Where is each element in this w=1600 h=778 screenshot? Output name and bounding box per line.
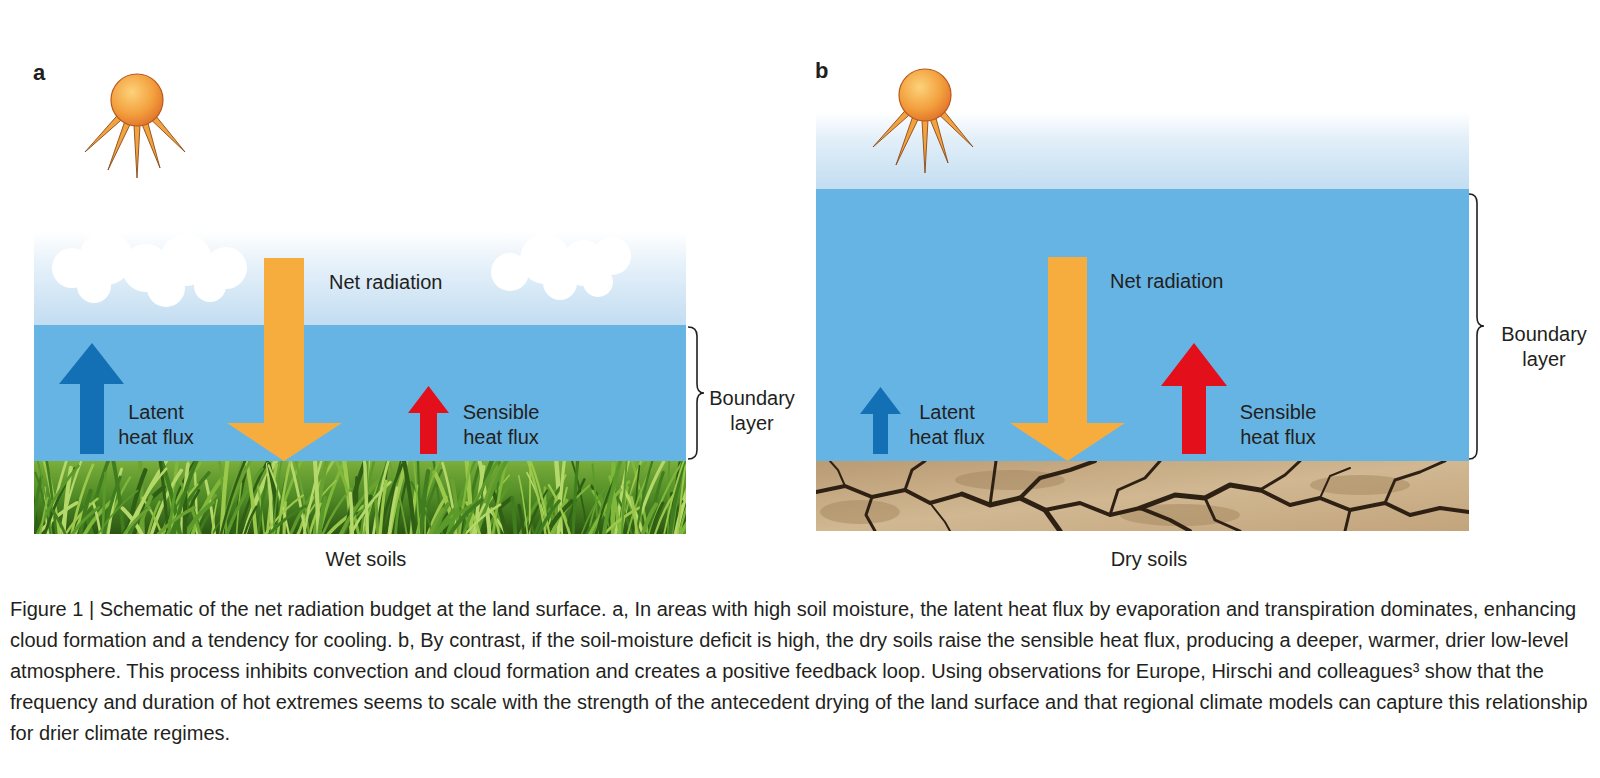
flux-label: Latent heat flux [901, 400, 993, 450]
figure-caption: Figure 1 | Schematic of the net radiatio… [10, 594, 1590, 749]
sun [85, 74, 185, 178]
sun-ray [141, 120, 160, 168]
sun-ray [896, 114, 920, 165]
grass-blade [153, 508, 194, 534]
cloud [52, 231, 247, 307]
flux-label: Sensible heat flux [1232, 400, 1324, 450]
grass [34, 461, 686, 534]
grass-blade [636, 461, 655, 534]
grass-blade [558, 461, 566, 534]
flux-label: Latent heat flux [110, 400, 202, 450]
grass-blade [365, 461, 368, 534]
sensible-heat-arrow [408, 386, 449, 454]
grass-blade [121, 508, 150, 534]
grass-blade [338, 476, 383, 534]
bracket [688, 327, 704, 459]
sun-ray [108, 119, 132, 170]
grass-blade [49, 505, 68, 534]
grass-blade [258, 477, 268, 535]
grass-blade [380, 481, 386, 534]
grass-blade [103, 477, 120, 534]
grass-blade [220, 461, 252, 534]
grass-blade [142, 498, 164, 534]
grass-blade [348, 482, 391, 534]
sun-ray [134, 122, 140, 178]
sky [34, 232, 686, 325]
sun-ray [929, 115, 948, 163]
grass-blade [678, 493, 686, 534]
grass-blade [40, 498, 48, 534]
cracked-soil [816, 461, 1469, 531]
latent-heat-arrow [860, 387, 901, 454]
grass-blade [512, 498, 515, 534]
grass-blade [641, 505, 656, 535]
grass-blade [385, 461, 404, 534]
panel-letter: a [33, 60, 73, 86]
grass-blade [245, 461, 257, 534]
grass-blade [668, 461, 670, 534]
grass-blade [69, 508, 99, 535]
grass-blade [573, 461, 579, 534]
grass-blade [413, 461, 419, 534]
grass-blade [537, 501, 560, 534]
grass-blade [622, 461, 628, 534]
grass-blade [120, 487, 164, 534]
sun [873, 69, 973, 173]
sun-ray [938, 109, 973, 147]
grass-blade [519, 476, 528, 534]
bracket [1469, 194, 1484, 459]
grass-blade [519, 506, 524, 535]
grass-blade [35, 466, 78, 534]
grass-blade [243, 507, 256, 534]
sun-ray [922, 117, 928, 173]
grass-blade [632, 497, 638, 534]
net-radiation-arrow [227, 258, 342, 461]
grass-blade [123, 469, 166, 534]
sky [816, 112, 1469, 189]
grass-blade [492, 508, 501, 534]
grass-blade [220, 461, 262, 534]
grass-blade [376, 500, 378, 534]
grass-blade [395, 504, 399, 534]
grass-blade [475, 461, 515, 534]
panel-letter: b [815, 58, 855, 84]
flux-label: Net radiation [329, 270, 529, 295]
grass-blade [415, 461, 447, 534]
net-radiation-arrow [1010, 257, 1125, 461]
grass-blade [403, 461, 416, 534]
grass-blade [173, 461, 203, 534]
grass-blade [211, 500, 217, 534]
bracket-label: Boundary layer [1494, 322, 1594, 372]
sensible-heat-arrow [1161, 343, 1227, 454]
grass-blade [447, 500, 482, 534]
grass-blade [462, 461, 504, 534]
grass-blade [303, 461, 327, 534]
grass-blade [319, 498, 326, 534]
grass-blade [580, 482, 610, 534]
flux-label: Net radiation [1110, 269, 1310, 294]
grass-blade [350, 493, 352, 534]
boundary-layer-band [34, 325, 686, 461]
latent-heat-arrow [59, 343, 124, 454]
grass-blade [314, 461, 329, 534]
grass-blade [531, 462, 550, 534]
cloud [491, 234, 631, 300]
grass-blade [365, 461, 391, 534]
panel-caption: Wet soils [266, 547, 466, 572]
flux-label: Sensible heat flux [455, 400, 547, 450]
boundary-layer-band [816, 189, 1469, 461]
grass-blade [264, 506, 306, 534]
grass-blade [420, 471, 428, 534]
bracket-label: Boundary layer [702, 386, 802, 436]
sun-ray [150, 114, 185, 152]
grass-blade [663, 461, 686, 534]
grass-blade [168, 483, 177, 534]
panel-caption: Dry soils [1049, 547, 1249, 572]
